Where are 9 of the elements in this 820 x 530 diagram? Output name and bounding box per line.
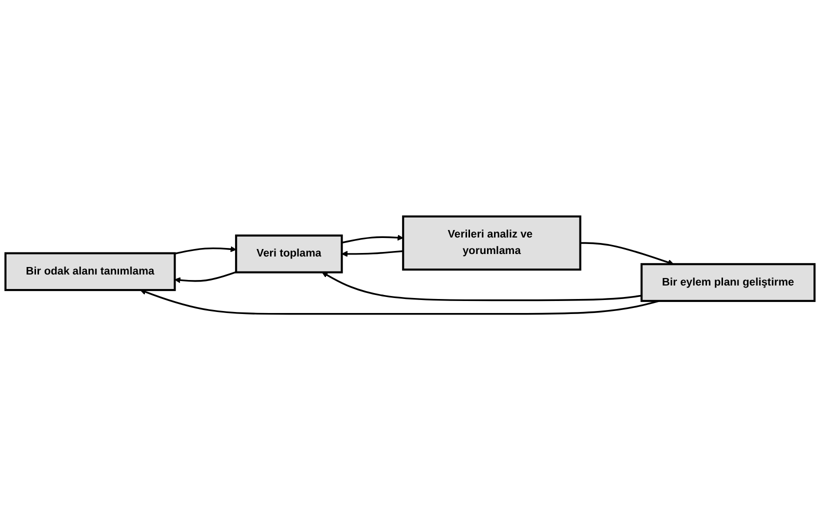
node-box: Verileri analiz ve yorumlama — [402, 215, 582, 270]
node-box: Bir eylem planı geliştirme — [640, 262, 816, 302]
node-box: Bir odak alanı tanımlama — [4, 252, 176, 291]
arrow — [342, 234, 404, 244]
arrow — [174, 246, 236, 254]
arrow — [322, 272, 642, 301]
arrow — [174, 271, 236, 283]
node-box: Veri toplama — [235, 234, 343, 274]
arrow — [342, 250, 404, 257]
